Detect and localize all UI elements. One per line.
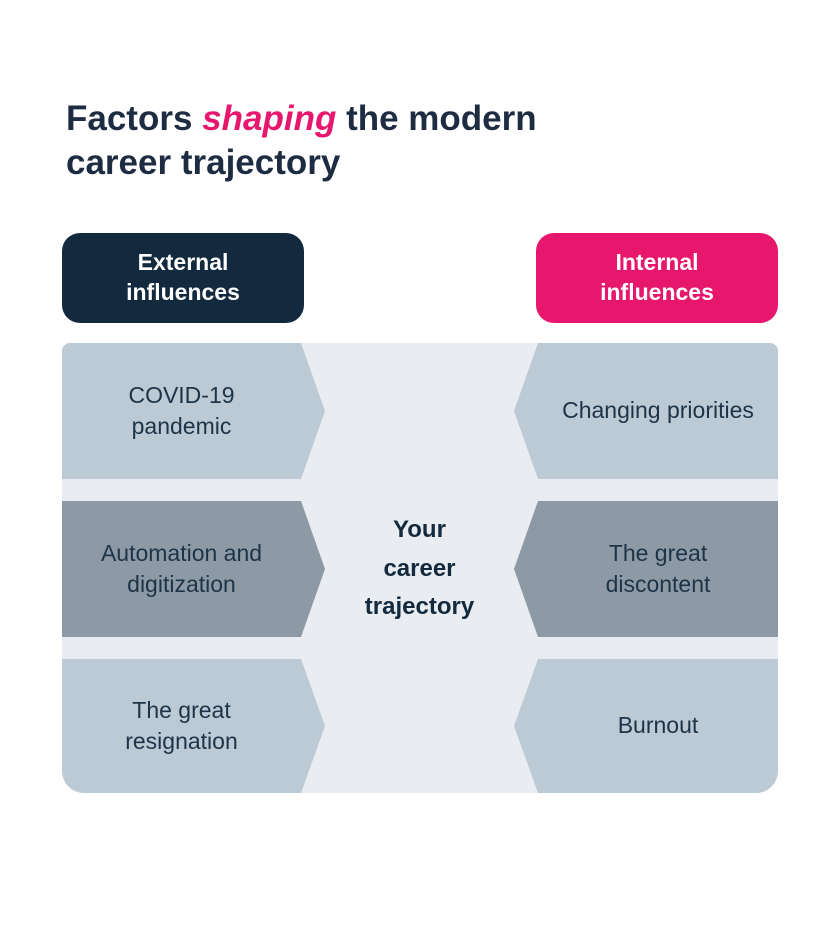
- title-text-start: Factors: [66, 99, 203, 138]
- external-influences-label: External influences: [126, 249, 240, 305]
- internal-influences-header: Internal influences: [536, 233, 778, 323]
- external-arrow-automation: Automation and digitization: [62, 501, 325, 637]
- title-highlight: shaping: [202, 99, 337, 138]
- internal-arrow-priorities: Changing priorities: [514, 343, 778, 479]
- internal-arrow-discontent-label: The great discontent: [605, 539, 711, 597]
- career-trajectory-label: Your career trajectory: [364, 515, 475, 621]
- external-arrow-resignation: The great resignation: [62, 659, 325, 793]
- title-text-end: the modern career trajectory: [66, 99, 537, 183]
- external-arrow-automation-label: Automation and digitization: [100, 539, 263, 597]
- diagram-panel: COVID-19 pandemic Automation and digitiz…: [62, 343, 778, 793]
- internal-arrow-priorities-label: Changing priorities: [562, 397, 754, 424]
- external-influences-header: External influences: [62, 233, 304, 323]
- external-arrow-resignation-label: The great resignation: [125, 696, 238, 754]
- career-trajectory-center: Your career trajectory: [325, 501, 514, 637]
- internal-arrow-burnout-label: Burnout: [617, 712, 699, 739]
- external-arrow-covid: COVID-19 pandemic: [62, 343, 325, 479]
- internal-influences-label: Internal influences: [600, 249, 714, 305]
- page-title: Factors shaping the modern career trajec…: [66, 97, 566, 185]
- internal-arrow-discontent: The great discontent: [514, 501, 778, 637]
- internal-arrow-burnout: Burnout: [514, 659, 778, 793]
- external-arrow-covid-label: COVID-19 pandemic: [128, 381, 235, 439]
